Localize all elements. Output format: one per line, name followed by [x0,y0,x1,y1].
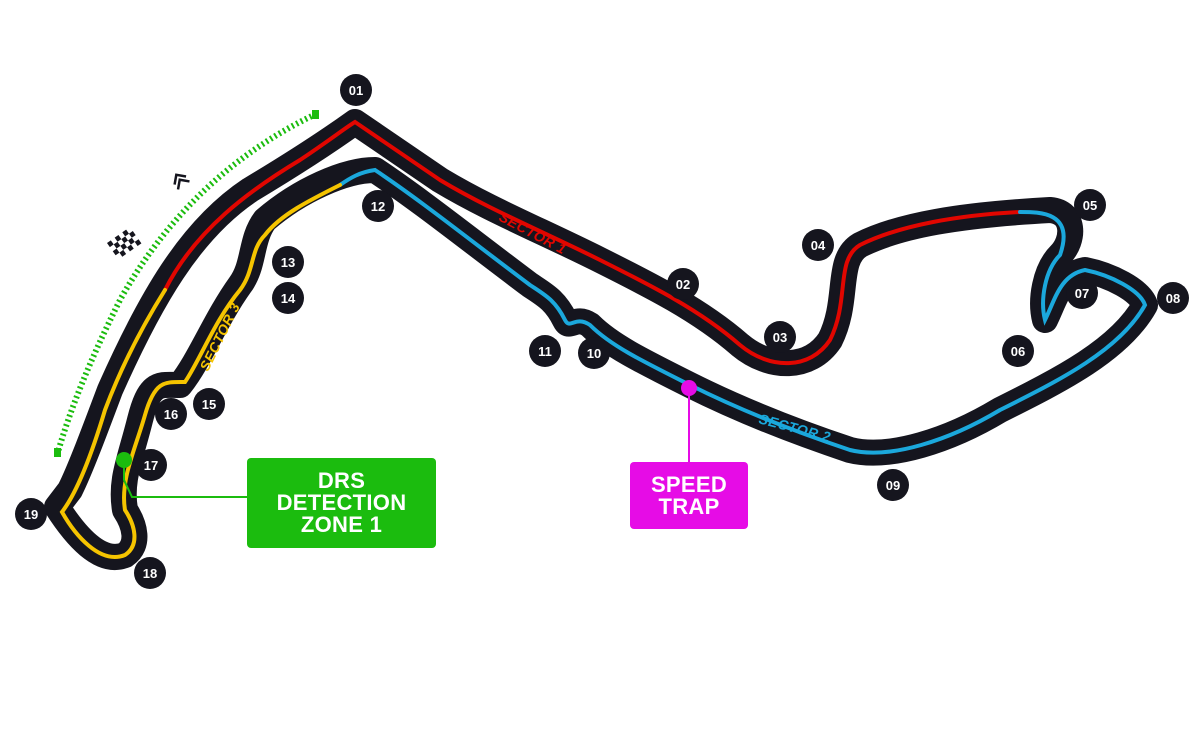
turn-number: 03 [773,330,787,345]
turn-badge-circle [802,229,834,261]
turn-number: 01 [349,83,363,98]
turn-badge-circle [578,337,610,369]
double-chevron-icon [173,173,190,190]
turn-badge-03: 03 [764,321,796,353]
turn-number: 16 [164,407,178,422]
turn-badge-circle [134,557,166,589]
drs-zone-start-marker [54,448,61,457]
turn-number: 12 [371,199,385,214]
turn-badge-10: 10 [578,337,610,369]
turn-badge-circle [667,268,699,300]
turn-number: 14 [281,291,296,306]
turn-badge-circle [362,190,394,222]
sector-2-line [338,167,1148,455]
turn-number: 19 [24,507,38,522]
turn-badge-07: 07 [1066,277,1098,309]
turn-badge-16: 16 [155,398,187,430]
turn-number: 13 [281,255,295,270]
drs-label-line-1: DRS [317,468,366,493]
turn-badge-09: 09 [877,469,909,501]
turn-number: 10 [587,346,601,361]
turn-number: 05 [1083,198,1097,213]
turn-badge-circle [1066,277,1098,309]
speed-trap-label: SPEED TRAP [630,462,748,529]
turn-badge-circle [1074,189,1106,221]
turn-badge-11: 11 [529,335,561,367]
turn-badge-19: 19 [15,498,47,530]
turn-number: 08 [1166,291,1180,306]
turn-number: 02 [676,277,690,292]
turn-badge-04: 04 [802,229,834,261]
checkered-flag-icon [107,226,142,260]
turn-badge-circle [1157,282,1189,314]
drs-zone-dashes [55,111,318,453]
turn-number: 07 [1075,286,1089,301]
drs-detection-zone-label: DRS DETECTION ZONE 1 [247,458,436,548]
turn-badge-05: 05 [1074,189,1106,221]
turn-badge-08: 08 [1157,282,1189,314]
turn-badge-circle [155,398,187,430]
turn-badge-13: 13 [272,246,304,278]
turn-badge-01: 01 [340,74,372,106]
turn-badge-06: 06 [1002,335,1034,367]
turn-badges: 01 02 03 04 05 06 07 08 09 10 11 12 13 14 15 16 17 18 19 [15,74,1189,589]
turn-number: 04 [811,238,826,253]
drs-label-line-3: ZONE 1 [300,512,383,537]
turn-badge-12: 12 [362,190,394,222]
sector-1-line [163,119,1022,366]
turn-badge-circle [135,449,167,481]
drs-label-line-2: DETECTION [276,490,407,515]
turn-badge-02: 02 [667,268,699,300]
turn-badge-circle [529,335,561,367]
turn-badge-circle [764,321,796,353]
turn-badge-circle [340,74,372,106]
turn-number: 06 [1011,344,1025,359]
drs-detection-leader [123,460,247,498]
turn-badge-14: 14 [272,282,304,314]
sector-3-line [59,183,342,559]
turn-number: 18 [143,566,157,581]
speed-trap-label-line-1: SPEED [650,471,728,497]
turn-badge-15: 15 [193,388,225,420]
turn-number: 15 [202,397,216,412]
speed-trap-label-line-2: TRAP [658,493,720,519]
turn-number: 09 [886,478,900,493]
turn-number: 11 [538,344,552,359]
turn-badge-circle [877,469,909,501]
turn-badge-circle [193,388,225,420]
turn-badge-17: 17 [135,449,167,481]
turn-number: 17 [144,458,158,473]
turn-badge-circle [1002,335,1034,367]
drs-zone-end-marker [312,110,319,119]
turn-badge-circle [272,246,304,278]
turn-badge-circle [272,282,304,314]
turn-badge-circle [15,498,47,530]
turn-badge-18: 18 [134,557,166,589]
